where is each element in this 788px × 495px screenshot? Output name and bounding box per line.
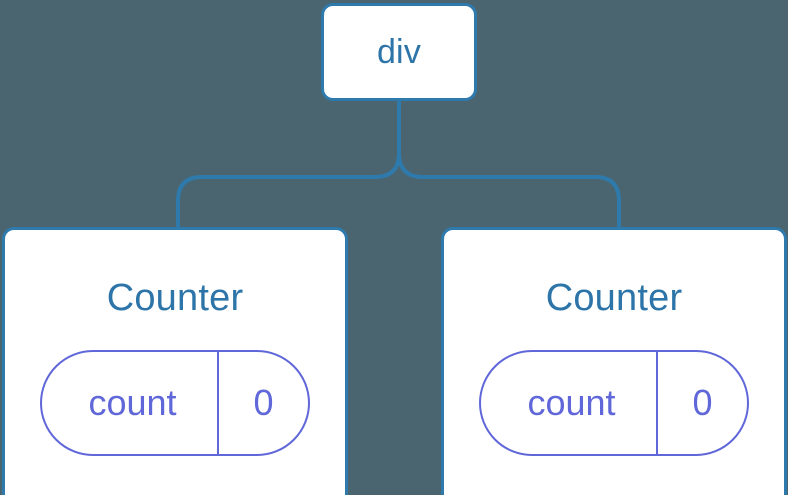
state-pill-counter-2[interactable]: count 0 bbox=[479, 350, 749, 456]
state-pill-divider-2 bbox=[656, 352, 658, 454]
state-value-count-2: 0 bbox=[692, 382, 713, 423]
state-value-count-1: 0 bbox=[253, 382, 274, 423]
node-counter-2[interactable]: Counter count 0 bbox=[441, 227, 787, 495]
node-counter-2-title: Counter bbox=[545, 277, 683, 319]
state-pill-counter-1[interactable]: count 0 bbox=[40, 350, 310, 456]
state-pill-divider-1 bbox=[217, 352, 219, 454]
node-div-label: div bbox=[376, 33, 422, 71]
connector-branch-right bbox=[397, 151, 621, 229]
node-div[interactable]: div bbox=[321, 3, 477, 101]
state-key-count-1: count bbox=[88, 382, 177, 423]
state-key-count-2: count bbox=[527, 382, 616, 423]
connector-branch-left bbox=[176, 151, 401, 229]
node-counter-1-title: Counter bbox=[106, 277, 244, 319]
node-counter-1[interactable]: Counter count 0 bbox=[2, 227, 348, 495]
